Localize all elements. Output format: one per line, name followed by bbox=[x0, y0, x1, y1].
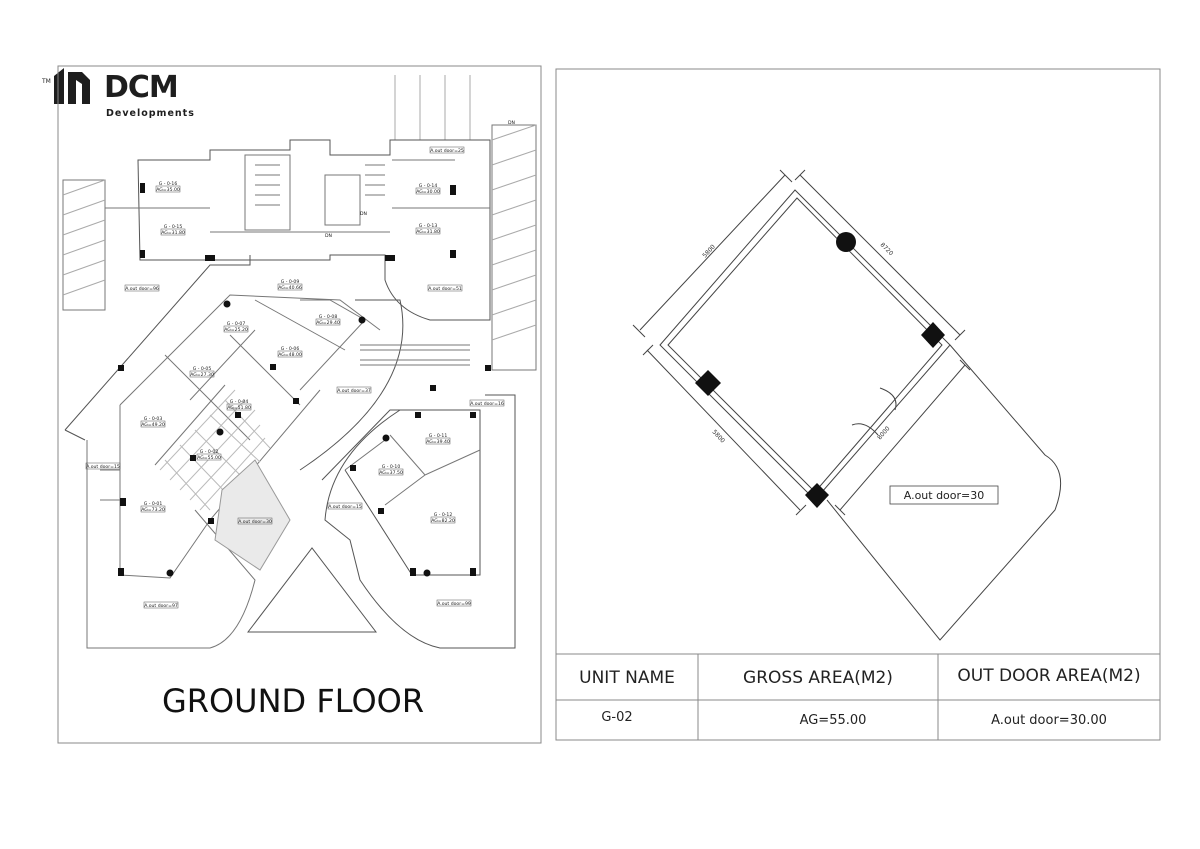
table-cell-gross-area: AG=55.00 bbox=[799, 713, 867, 728]
table-cell-outdoor-area: A.out door=30.00 bbox=[991, 713, 1107, 728]
svg-text:G - 0-12: G - 0-12 bbox=[434, 512, 453, 518]
table-header-outdoor-area: OUT DOOR AREA(M2) bbox=[957, 666, 1141, 686]
svg-text:A.out door=97: A.out door=97 bbox=[144, 603, 178, 609]
stair-down-label: DN bbox=[325, 233, 332, 239]
svg-text:AG=29.40: AG=29.40 bbox=[316, 320, 340, 326]
svg-text:A.out door=15: A.out door=15 bbox=[328, 504, 362, 510]
table-header-gross-area: GROSS AREA(M2) bbox=[743, 668, 893, 688]
svg-text:A.out door=99: A.out door=99 bbox=[437, 601, 471, 607]
svg-text:AG=35.00: AG=35.00 bbox=[156, 187, 180, 193]
dimension-label: 5800 bbox=[701, 243, 717, 259]
dimension-label: 8720 bbox=[879, 241, 895, 257]
svg-text:G - 0-16: G - 0-16 bbox=[159, 181, 178, 187]
dcm-logo: TM DCM Developments bbox=[40, 62, 210, 132]
svg-text:AG=30.00: AG=30.00 bbox=[416, 189, 440, 195]
outdoor-label: A.out door=99 bbox=[436, 599, 472, 607]
svg-text:G - 0-03: G - 0-03 bbox=[144, 416, 163, 422]
brand-name: DCM bbox=[104, 70, 179, 105]
unit-outdoor-label: A.out door=30 bbox=[904, 489, 985, 502]
svg-text:G - 0-04: G - 0-04 bbox=[230, 399, 249, 405]
svg-text:AG=48.00: AG=48.00 bbox=[278, 352, 302, 358]
svg-text:G - 0-15: G - 0-15 bbox=[164, 224, 183, 230]
outdoor-label: A.out door=30 bbox=[237, 517, 273, 525]
svg-text:AG=55.00: AG=55.00 bbox=[197, 455, 221, 461]
svg-text:G - 0-05: G - 0-05 bbox=[193, 366, 212, 372]
svg-text:A.out door=51: A.out door=51 bbox=[428, 286, 462, 292]
svg-text:AG=40.66: AG=40.66 bbox=[278, 285, 302, 291]
outdoor-label: A.out door=16 bbox=[469, 399, 505, 407]
svg-text:AG=39.40: AG=39.40 bbox=[426, 439, 450, 445]
outdoor-label: A.out door=97 bbox=[143, 601, 179, 609]
svg-text:G - 0-02: G - 0-02 bbox=[200, 449, 219, 455]
svg-text:AG=27.30: AG=27.30 bbox=[190, 372, 214, 378]
outdoor-label: A.out door=15 bbox=[327, 502, 363, 510]
outdoor-label: A.out door=15 bbox=[85, 462, 121, 470]
svg-text:AG=31.80: AG=31.80 bbox=[161, 230, 185, 236]
svg-text:AG=25.20: AG=25.20 bbox=[224, 327, 248, 333]
svg-text:AG=51.80: AG=51.80 bbox=[227, 405, 251, 411]
svg-text:G - 0-06: G - 0-06 bbox=[281, 346, 300, 352]
svg-text:G - 0-13: G - 0-13 bbox=[419, 223, 438, 229]
svg-text:G - 0-01: G - 0-01 bbox=[144, 501, 163, 507]
svg-text:A.out door=30: A.out door=30 bbox=[238, 519, 272, 525]
floor-title: GROUND FLOOR bbox=[161, 682, 425, 720]
trademark-mark: TM bbox=[42, 78, 51, 85]
svg-text:AG=82.20: AG=82.20 bbox=[431, 518, 455, 524]
brand-tagline: Developments bbox=[106, 108, 195, 119]
svg-text:A.out door=96: A.out door=96 bbox=[125, 286, 159, 292]
svg-text:AG=37.50: AG=37.50 bbox=[379, 470, 403, 476]
svg-text:G - 0-09: G - 0-09 bbox=[281, 279, 300, 285]
svg-text:G - 0-07: G - 0-07 bbox=[227, 321, 246, 327]
stair-down-label: DN bbox=[508, 120, 515, 126]
svg-text:AG=73.20: AG=73.20 bbox=[141, 507, 165, 513]
outdoor-label: A.out door=96 bbox=[124, 284, 160, 292]
svg-text:A.out door=37: A.out door=37 bbox=[337, 388, 371, 394]
outdoor-label: A.out door=37 bbox=[336, 386, 372, 394]
dcm-building-icon bbox=[54, 68, 90, 104]
stair-down-label: DN bbox=[360, 211, 367, 217]
svg-text:G - 0-10: G - 0-10 bbox=[382, 464, 401, 470]
svg-text:A.out door=25: A.out door=25 bbox=[430, 148, 464, 154]
svg-text:G - 0-08: G - 0-08 bbox=[319, 314, 338, 320]
svg-text:A.out door=15: A.out door=15 bbox=[86, 464, 120, 470]
outdoor-label: A.out door=25 bbox=[429, 146, 465, 154]
svg-text:G - 0-11: G - 0-11 bbox=[429, 433, 448, 439]
table-header-unit-name: UNIT NAME bbox=[579, 668, 675, 688]
svg-text:AG=31.80: AG=31.80 bbox=[416, 229, 440, 235]
table-cell-unit-name: G-02 bbox=[601, 710, 633, 725]
svg-text:A.out door=16: A.out door=16 bbox=[470, 401, 504, 407]
svg-text:G - 0-14: G - 0-14 bbox=[419, 183, 438, 189]
svg-text:AG=49.20: AG=49.20 bbox=[141, 422, 165, 428]
outdoor-label: A.out door=51 bbox=[427, 284, 463, 292]
